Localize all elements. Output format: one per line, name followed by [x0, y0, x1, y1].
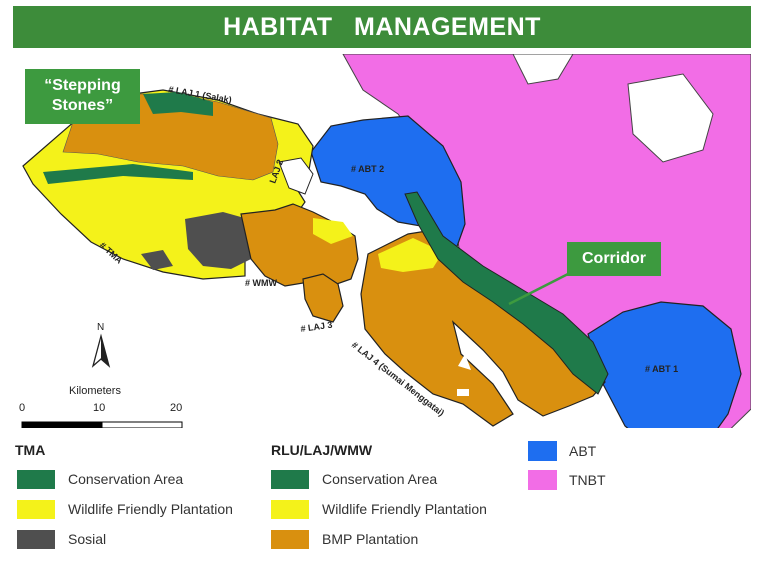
laj4-wildlife: [378, 238, 443, 272]
laj4-enclave: [458, 354, 471, 370]
map-canvas: # LAJ 1 (Salak) LAJ 2 # ABT 2 # TMA # WM…: [21, 54, 751, 428]
label-abt2: # ABT 2: [351, 164, 384, 174]
map-legend: TMA RLU/LAJ/WMW Conservation Area Wildli…: [13, 428, 751, 554]
laj2-white: [278, 157, 314, 195]
abt1-region: [587, 301, 742, 428]
corridor-conservation: [404, 191, 609, 395]
legend-item: TNBT: [528, 469, 606, 491]
legend-label: BMP Plantation: [322, 531, 419, 547]
tnbt-enclave: [627, 73, 714, 163]
north-label: N: [97, 322, 104, 333]
legend-item: Conservation Area: [17, 468, 183, 490]
scale-tick-10: 10: [93, 402, 106, 414]
scale-bar: [21, 421, 183, 428]
label-laj3: # LAJ 3: [300, 320, 333, 334]
scale-unit-label: Kilometers: [69, 385, 121, 397]
legend-swatch: [271, 529, 309, 549]
legend-label: Conservation Area: [68, 471, 184, 487]
corridor-pointer: [508, 272, 569, 306]
legend-label: TNBT: [569, 472, 606, 488]
legend-swatch: [271, 469, 309, 489]
label-wmw: # WMW: [245, 278, 277, 288]
legend-swatch: [271, 499, 309, 519]
legend-swatch: [17, 469, 55, 489]
legend-label: Conservation Area: [322, 471, 438, 487]
laj3-region: [302, 273, 344, 323]
legend-swatch: [17, 529, 55, 549]
legend-label: Wildlife Friendly Plantation: [68, 501, 233, 517]
legend-swatch: [528, 470, 557, 490]
legend-item: Sosial: [17, 528, 106, 550]
scale-tick-0: 0: [19, 402, 26, 414]
tma-conservation: [43, 164, 193, 184]
legend-label: Wildlife Friendly Plantation: [322, 501, 487, 517]
laj1-conservation: [143, 92, 213, 116]
sosial-area: [185, 212, 251, 269]
legend-label: ABT: [569, 443, 597, 459]
legend-label: Sosial: [68, 531, 107, 547]
legend-item: Wildlife Friendly Plantation: [271, 498, 487, 520]
label-abt1: # ABT 1: [645, 364, 678, 374]
legend-heading-tma: TMA: [15, 442, 46, 458]
scale-tick-20: 20: [170, 402, 183, 414]
wmw-yellow: [313, 218, 353, 244]
legend-item: Wildlife Friendly Plantation: [17, 498, 233, 520]
wmw-region: [240, 203, 359, 287]
page-title: HABITAT MANAGEMENT: [13, 6, 751, 48]
laj4-white-patch: [457, 389, 469, 396]
legend-swatch: [17, 499, 55, 519]
legend-swatch: [528, 441, 557, 461]
callout-stepping-stones: “Stepping Stones”: [25, 69, 140, 124]
tnbt-north-gap: [512, 54, 574, 85]
habitat-map: # LAJ 1 (Salak) LAJ 2 # ABT 2 # TMA # WM…: [13, 54, 751, 428]
legend-item: BMP Plantation: [271, 528, 418, 550]
legend-item: ABT: [528, 440, 596, 462]
callout-corridor: Corridor: [567, 242, 661, 276]
legend-heading-rlu: RLU/LAJ/WMW: [271, 442, 373, 458]
north-arrow-icon: N: [91, 322, 111, 368]
legend-item: Conservation Area: [271, 468, 437, 490]
sosial-patch: [141, 250, 173, 270]
